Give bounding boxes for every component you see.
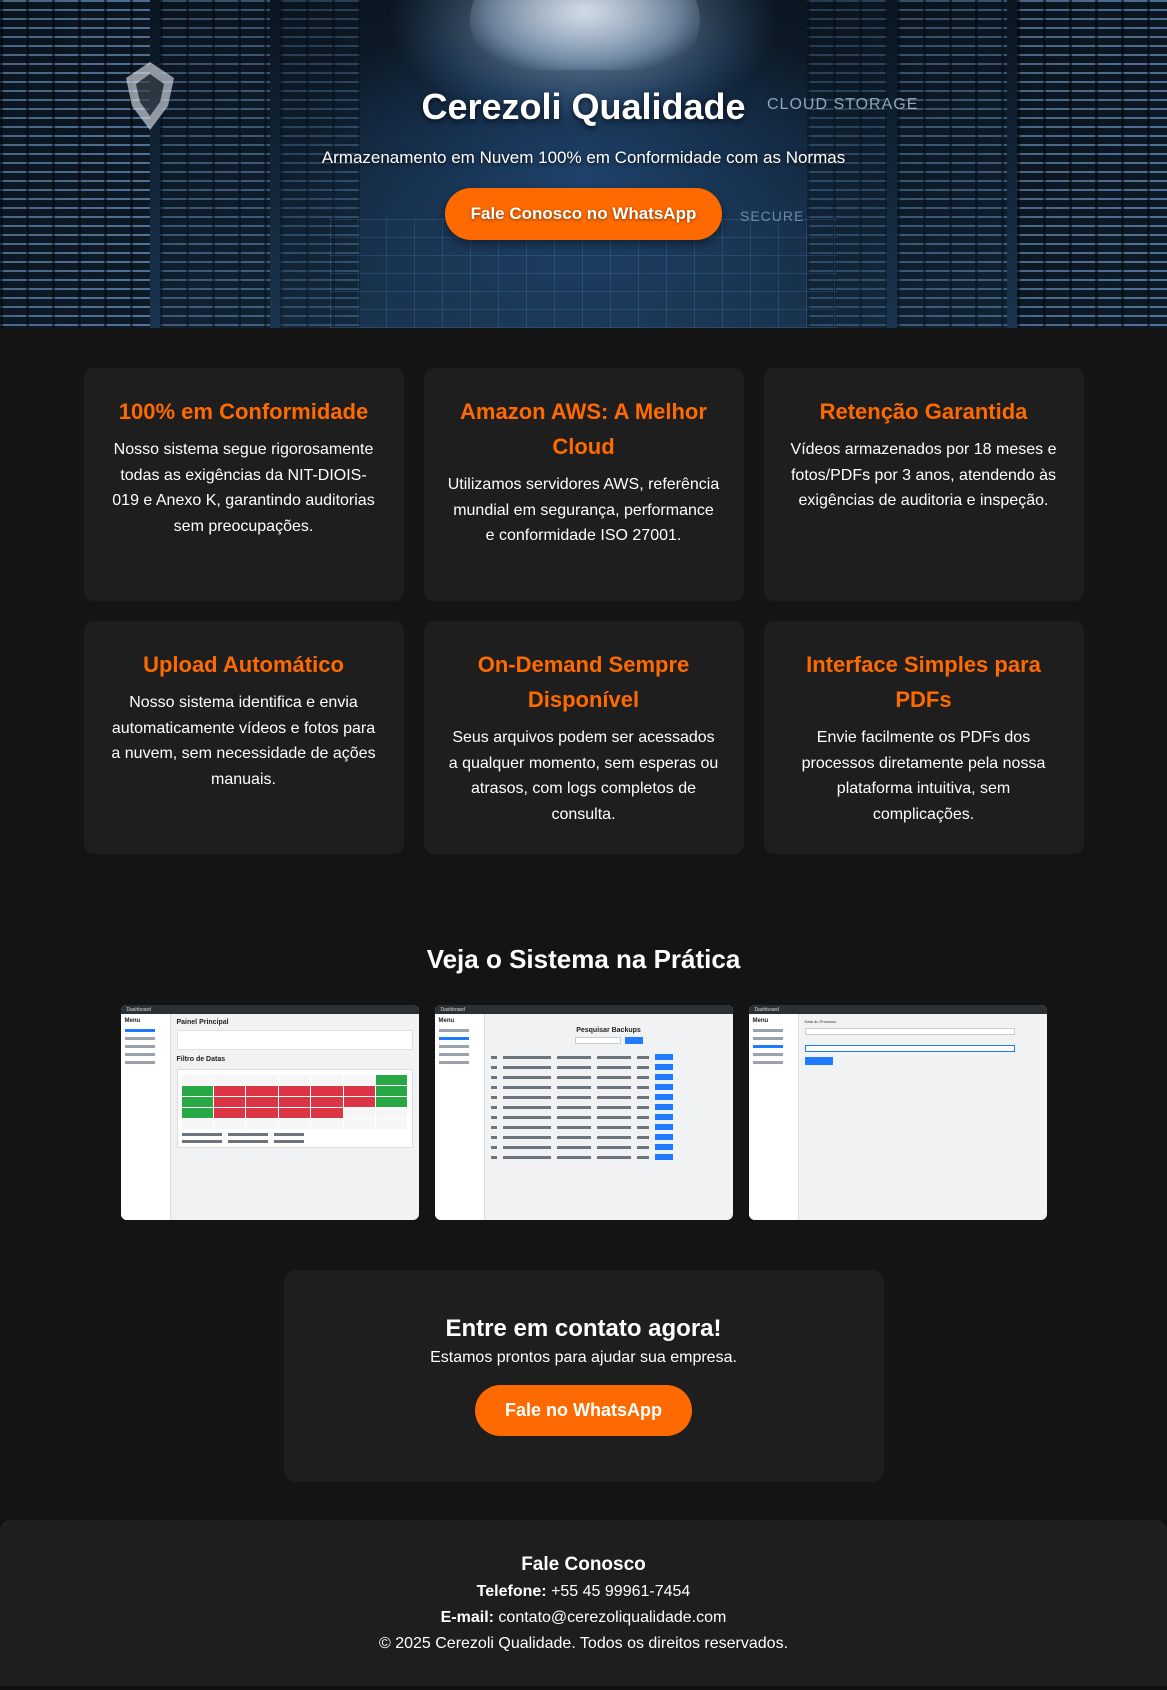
showcase-section: Veja o Sistema na Prática Dashboard Menu… — [0, 854, 1167, 1220]
screenshot-backups[interactable]: Dashboard Menu Pesquisar Backups — [434, 1005, 733, 1220]
feature-card: On-Demand Sempre Disponível Seus arquivo… — [423, 621, 744, 854]
hero-title: Cerezoli Qualidade — [421, 86, 746, 127]
contact-whatsapp-button[interactable]: Fale no WhatsApp — [475, 1385, 692, 1436]
feature-title: On-Demand Sempre Disponível — [477, 652, 690, 712]
screenshot-menu-title: Menu — [752, 1018, 769, 1024]
screenshot-date-input — [574, 1037, 621, 1044]
contact-subtitle: Estamos prontos para ajudar sua empresa. — [430, 1349, 737, 1366]
screenshot-main: Painel Principal Filtro de Datas — [176, 1019, 413, 1216]
screenshot-sidebar: Menu — [748, 1014, 799, 1220]
footer-email-value[interactable]: contato@cerezoliqualidade.com — [498, 1609, 727, 1626]
footer: Fale Conosco Telefone: +55 45 99961-7454… — [0, 1520, 1167, 1686]
screenshot-submit-button — [804, 1057, 833, 1065]
screenshot-calendar — [176, 1069, 413, 1148]
footer-phone: Telefone: +55 45 99961-7454 — [0, 1579, 1167, 1605]
hero-content: Cerezoli Qualidade Armazenamento em Nuve… — [0, 86, 1167, 240]
screenshot-menu-item — [438, 1061, 469, 1064]
feature-text: Vídeos armazenados por 18 meses e fotos/… — [790, 441, 1057, 509]
server-rack-image — [0, 0, 150, 328]
screenshot-menu-item — [124, 1045, 155, 1048]
screenshot-menu-title: Menu — [438, 1018, 455, 1024]
footer-phone-label: Telefone: — [476, 1583, 547, 1600]
screenshot-menu-item — [438, 1037, 469, 1040]
feature-text: Envie facilmente os PDFs dos processos d… — [801, 729, 1046, 823]
footer-email-label: E-mail: — [440, 1609, 494, 1626]
contact-section: Entre em contato agora! Estamos prontos … — [0, 1220, 1167, 1520]
server-rack-image — [1017, 0, 1167, 328]
feature-grid: 100% em Conformidade Nosso sistema segue… — [83, 368, 1084, 854]
screenshot-titlebar: Dashboard — [120, 1005, 419, 1014]
feature-card: Interface Simples para PDFs Envie facilm… — [763, 621, 1084, 854]
feature-title: 100% em Conformidade — [118, 399, 369, 424]
screenshot-summary-box — [176, 1030, 413, 1050]
screenshot-main: Data do Processo — [804, 1019, 1041, 1216]
footer-copyright: © 2025 Cerezoli Qualidade. Todos os dire… — [378, 1635, 789, 1652]
feature-title: Interface Simples para PDFs — [806, 652, 1041, 712]
footer-title: Fale Conosco — [521, 1554, 646, 1575]
hero-banner: CLOUD STORAGE SECURE Cerezoli Qualidade … — [0, 0, 1167, 328]
server-rack-image — [897, 0, 1007, 328]
feature-text: Utilizamos servidores AWS, referência mu… — [447, 476, 720, 544]
feature-title: Retenção Garantida — [819, 399, 1028, 424]
screenshot-upload[interactable]: Dashboard Menu Data do Processo — [748, 1005, 1047, 1220]
screenshot-menu-item — [752, 1061, 783, 1064]
shield-logo-icon — [126, 62, 174, 130]
screenshot-menu-item — [124, 1037, 155, 1040]
screenshot-menu-title: Menu — [124, 1018, 141, 1024]
contact-title: Entre em contato agora! — [445, 1315, 722, 1342]
screenshot-file-input — [804, 1045, 1015, 1052]
server-rack-image — [807, 0, 887, 328]
screenshot-heading: Pesquisar Backups — [576, 1027, 641, 1034]
feature-text: Seus arquivos podem ser acessados a qual… — [448, 729, 719, 823]
screenshot-titlebar: Dashboard — [748, 1005, 1047, 1014]
hero-bg-cloud-storage-text: CLOUD STORAGE — [767, 96, 919, 113]
screenshot-menu-item — [124, 1029, 155, 1032]
screenshot-sidebar: Menu — [120, 1014, 171, 1220]
screenshot-menu-item — [438, 1053, 469, 1056]
screenshot-menu-item — [752, 1053, 783, 1056]
feature-title: Amazon AWS: A Melhor Cloud — [460, 399, 707, 459]
contact-card: Entre em contato agora! Estamos prontos … — [283, 1270, 884, 1482]
screenshot-gallery: Dashboard Menu Painel Principal Filtro d… — [0, 1005, 1167, 1220]
screenshot-menu-item — [752, 1045, 783, 1048]
screenshot-menu-item — [124, 1061, 155, 1064]
feature-card: Upload Automático Nosso sistema identifi… — [83, 621, 404, 854]
screenshot-date-input — [804, 1028, 1015, 1035]
cloud-icon — [470, 0, 700, 70]
screenshot-subheading: Filtro de Datas — [176, 1056, 226, 1063]
showcase-title: Veja o Sistema na Prática — [426, 944, 741, 974]
screenshot-menu-item — [752, 1037, 783, 1040]
footer-email: E-mail: contato@cerezoliqualidade.com — [0, 1605, 1167, 1631]
features-section: 100% em Conformidade Nosso sistema segue… — [0, 328, 1167, 854]
feature-title: Upload Automático — [143, 652, 344, 677]
screenshot-filter-button — [624, 1037, 643, 1044]
feature-card: Amazon AWS: A Melhor Cloud Utilizamos se… — [423, 368, 744, 601]
feature-text: Nosso sistema identifica e envia automat… — [111, 694, 376, 788]
feature-card: 100% em Conformidade Nosso sistema segue… — [83, 368, 404, 601]
screenshot-heading: Painel Principal — [176, 1019, 229, 1026]
screenshot-field-label: Data do Processo — [804, 1019, 837, 1024]
screenshot-menu-item — [438, 1029, 469, 1032]
screenshot-main: Pesquisar Backups — [490, 1019, 727, 1216]
hero-subtitle: Armazenamento em Nuvem 100% em Conformid… — [321, 148, 846, 167]
screenshot-menu-item — [124, 1053, 155, 1056]
hero-whatsapp-button[interactable]: Fale Conosco no WhatsApp — [444, 188, 723, 240]
screenshot-sidebar: Menu — [434, 1014, 485, 1220]
screenshot-dashboard[interactable]: Dashboard Menu Painel Principal Filtro d… — [120, 1005, 419, 1220]
server-rack-image — [280, 0, 360, 328]
feature-text: Nosso sistema segue rigorosamente todas … — [112, 441, 375, 535]
screenshot-menu-item — [438, 1045, 469, 1048]
screenshot-table — [490, 1054, 727, 1160]
server-rack-image — [160, 0, 270, 328]
screenshot-titlebar: Dashboard — [434, 1005, 733, 1014]
footer-phone-value[interactable]: +55 45 99961-7454 — [551, 1583, 691, 1600]
feature-card: Retenção Garantida Vídeos armazenados po… — [763, 368, 1084, 601]
screenshot-menu-item — [752, 1029, 783, 1032]
hero-bg-secure-text: SECURE — [740, 208, 805, 224]
